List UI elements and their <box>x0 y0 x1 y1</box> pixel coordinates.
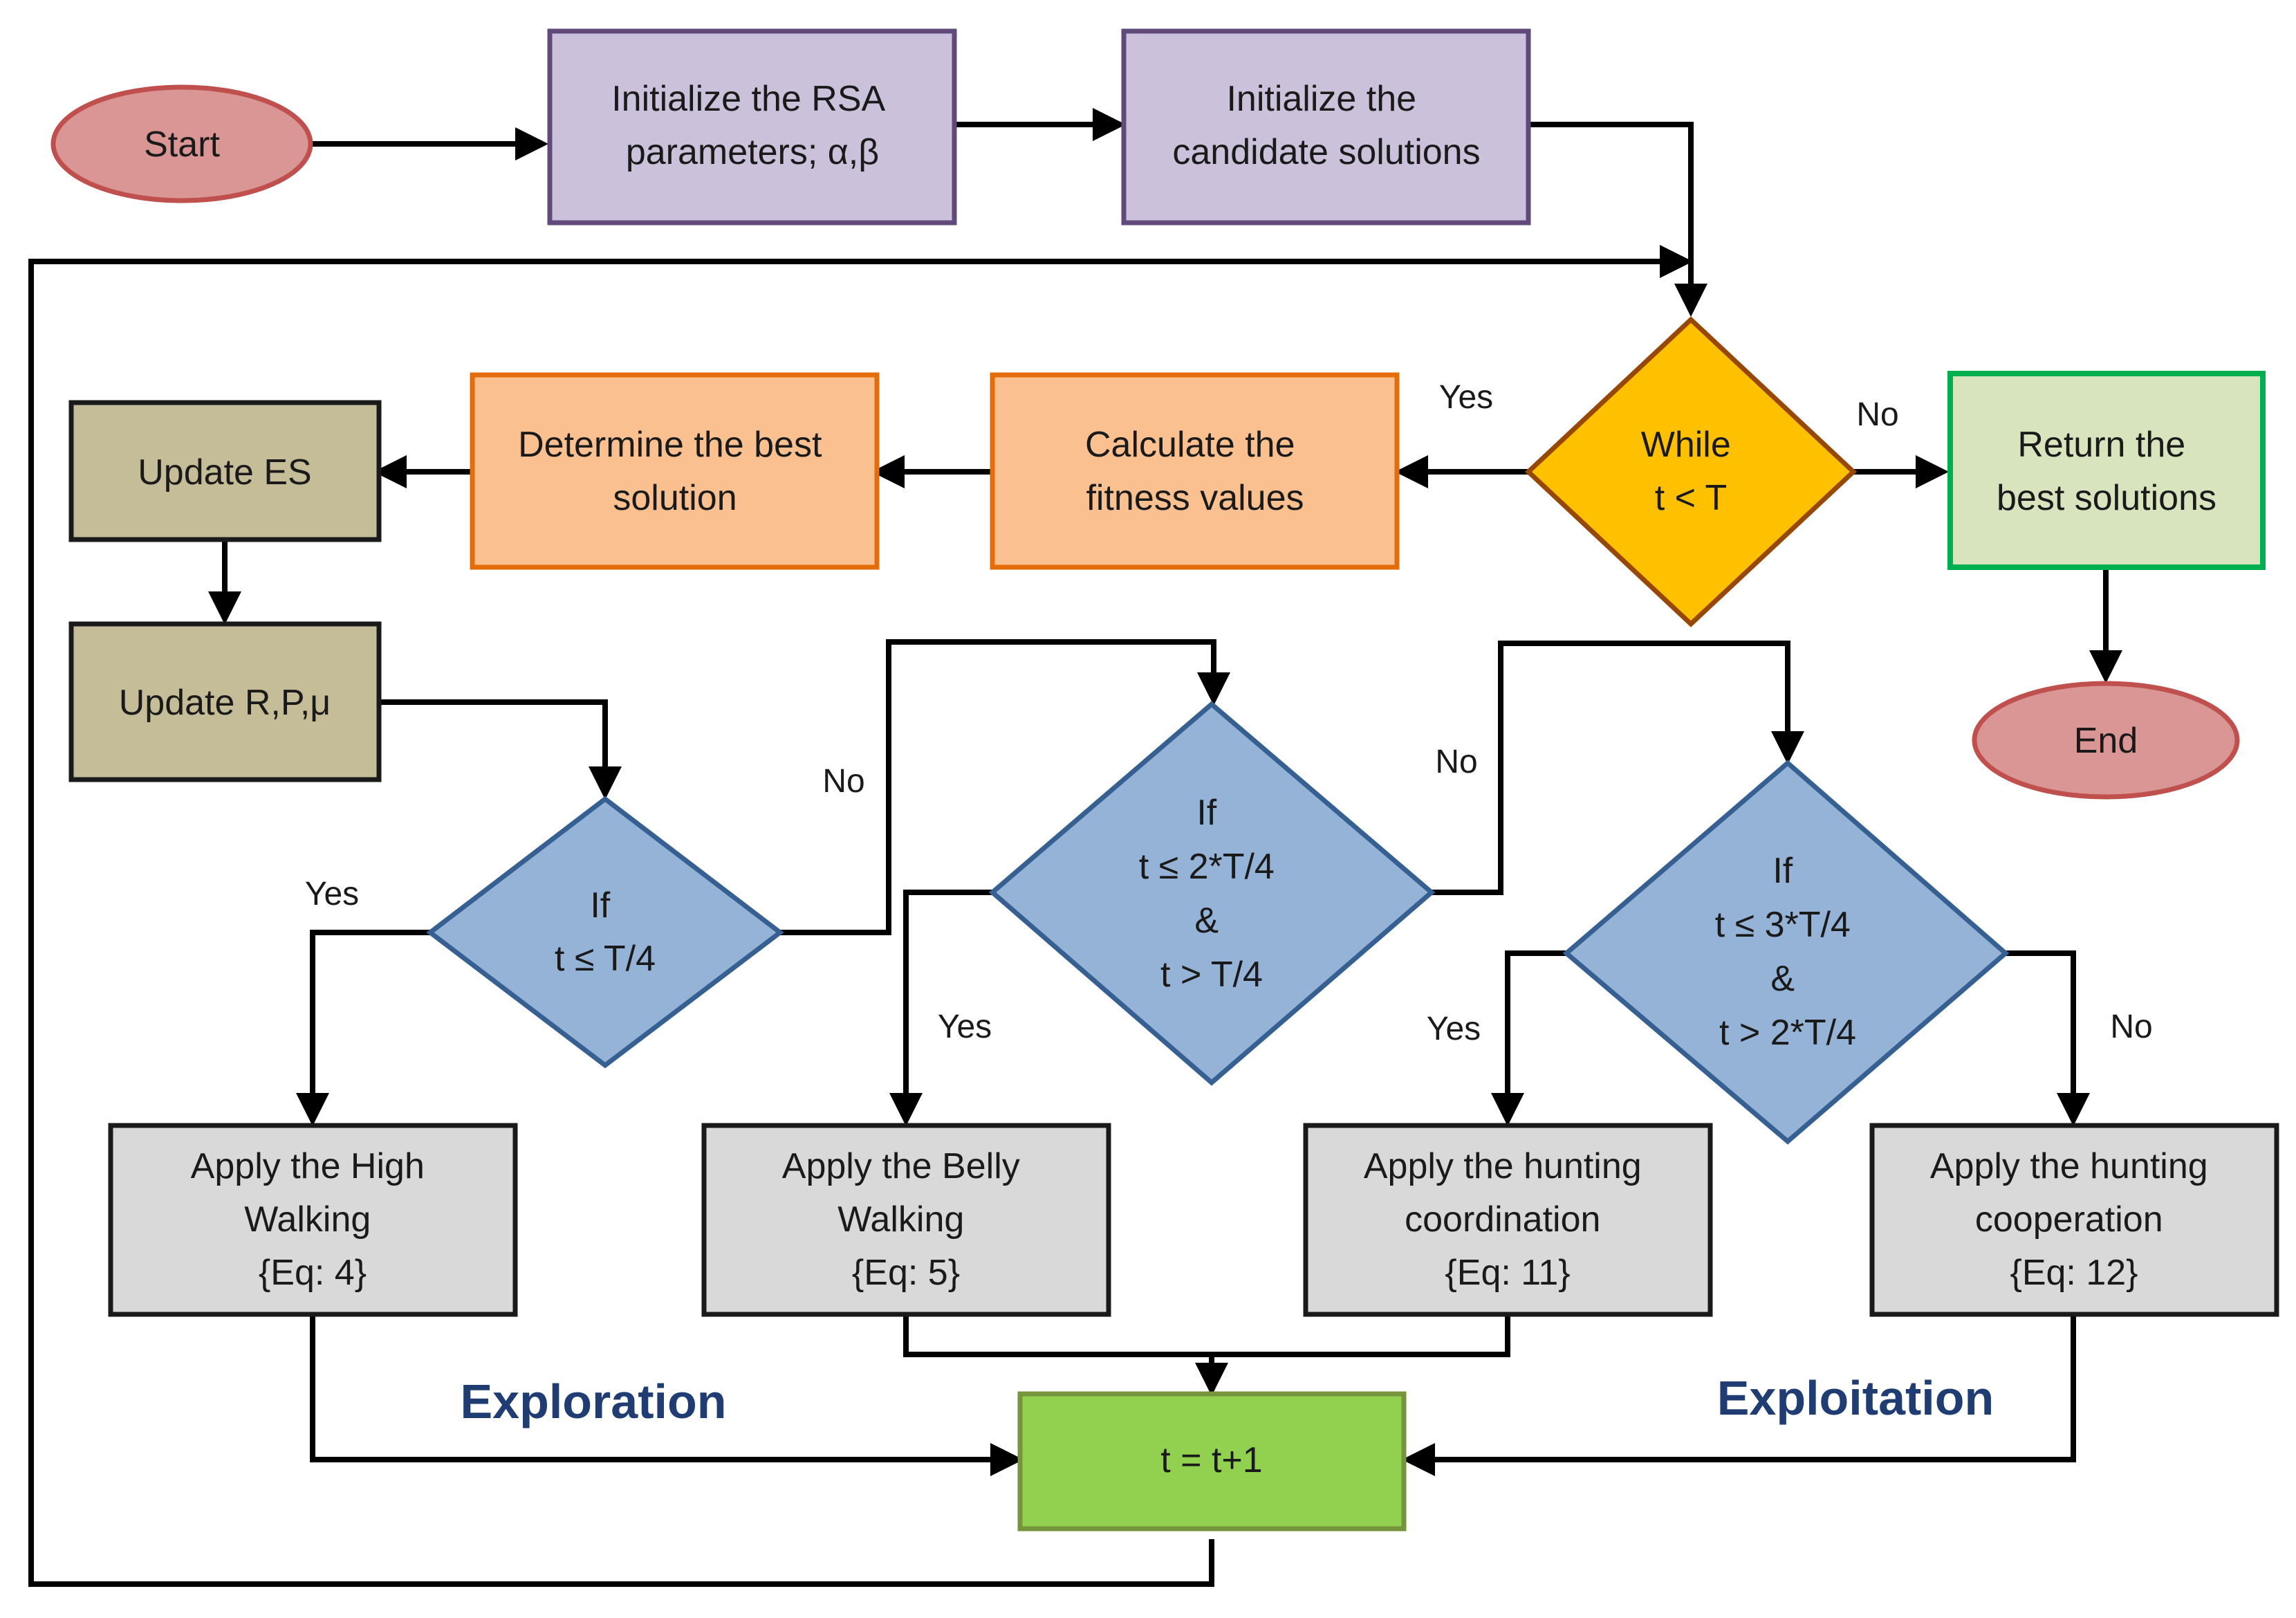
while-yes-label: Yes <box>1439 379 1493 416</box>
apply-hunting-cooperation-node: Apply the hunting cooperation {Eq: 12} <box>1869 1123 2279 1317</box>
cond2-no-label: No <box>1435 744 1477 780</box>
arrow-update-rpm-to-cond1 <box>379 699 622 800</box>
cond3-decision: If t ≤ 3*T/4 & t > 2*T/4 <box>1562 760 2010 1145</box>
return-best-label: Return the best solutions <box>1997 425 2216 518</box>
nodes: Start Initialize the RSA parameters; α,β… <box>50 28 2279 1532</box>
arrow-cond3-yes <box>1491 950 1566 1126</box>
start-node: Start <box>50 84 313 203</box>
calc-fitness-label: Calculate the fitness values <box>1085 425 1305 518</box>
arrow-cond1-yes <box>296 930 430 1126</box>
start-label: Start <box>144 125 220 165</box>
apply-high-walking-label: Apply the High Walking {Eq: 4} <box>191 1146 435 1293</box>
end-label: End <box>2074 721 2138 761</box>
init-candidates-node: Initialize the candidate solutions <box>1121 28 1531 226</box>
determine-best-node: Determine the best solution <box>470 372 880 570</box>
phase-labels: Exploration Exploitation <box>460 1371 1994 1428</box>
cond1-decision: If t ≤ T/4 <box>426 796 784 1069</box>
edge-labels: Yes No Yes No Yes No Yes No <box>305 379 2153 1047</box>
cond2-yes-label: Yes <box>938 1009 992 1045</box>
arrow-init-candidates-to-while <box>1528 122 1707 317</box>
update-es-label: Update ES <box>138 452 312 493</box>
increment-label: t = t+1 <box>1160 1440 1262 1480</box>
cond3-no-label: No <box>2110 1009 2152 1045</box>
update-es-node: Update ES <box>68 400 382 542</box>
while-decision: While t < T <box>1524 316 1858 627</box>
arrow-cond2-yes <box>889 890 992 1126</box>
arrow-belly-to-increment <box>903 1314 1228 1396</box>
update-rpm-node: Update R,P,μ <box>68 621 382 782</box>
end-node: End <box>1972 681 2240 800</box>
cond1-label: If t ≤ T/4 <box>555 885 656 979</box>
arrow-cond1-no <box>780 639 1230 935</box>
cond2-label: If t ≤ 2*T/4 & t > T/4 <box>1139 793 1285 995</box>
apply-high-walking-node: Apply the High Walking {Eq: 4} <box>108 1123 518 1317</box>
cond1-yes-label: Yes <box>305 876 359 912</box>
cond2-decision: If t ≤ 2*T/4 & t > T/4 <box>988 701 1436 1086</box>
arrow-loop-back <box>28 245 1693 1587</box>
cond3-yes-label: Yes <box>1427 1011 1481 1047</box>
increment-node: t = t+1 <box>1017 1391 1407 1532</box>
apply-belly-walking-label: Apply the Belly Walking {Eq: 5} <box>782 1146 1030 1293</box>
exploitation-label: Exploitation <box>1717 1371 1994 1425</box>
init-rsa-node: Initialize the RSA parameters; α,β <box>547 28 957 226</box>
init-candidates-label: Initialize the candidate solutions <box>1172 79 1480 172</box>
while-label: While t < T <box>1641 425 1741 518</box>
cond3-label: If t ≤ 3*T/4 & t > 2*T/4 <box>1715 851 1861 1053</box>
apply-hunting-coordination-label: Apply the hunting coordination {Eq: 11} <box>1364 1146 1651 1293</box>
apply-belly-walking-node: Apply the Belly Walking {Eq: 5} <box>701 1123 1111 1317</box>
arrow-coord-to-increment <box>1212 1314 1510 1357</box>
apply-hunting-coordination-node: Apply the hunting coordination {Eq: 11} <box>1303 1123 1713 1317</box>
calc-fitness-node: Calculate the fitness values <box>990 372 1400 570</box>
apply-hunting-cooperation-label: Apply the hunting cooperation {Eq: 12} <box>1930 1146 2218 1293</box>
while-no-label: No <box>1856 396 1898 433</box>
arrow-cond3-no <box>2006 950 2090 1126</box>
arrow-cond2-no <box>1432 641 1804 895</box>
update-rpm-label: Update R,P,μ <box>119 683 331 723</box>
determine-best-label: Determine the best solution <box>518 425 832 518</box>
connectors <box>28 108 2122 1587</box>
exploration-label: Exploration <box>460 1375 726 1428</box>
init-rsa-label: Initialize the RSA parameters; α,β <box>611 79 894 172</box>
cond1-no-label: No <box>822 763 864 800</box>
arrow-coop-to-increment <box>1402 1314 2076 1476</box>
arrow-high-to-increment <box>310 1314 1024 1476</box>
return-best-node: Return the best solutions <box>1947 371 2266 570</box>
